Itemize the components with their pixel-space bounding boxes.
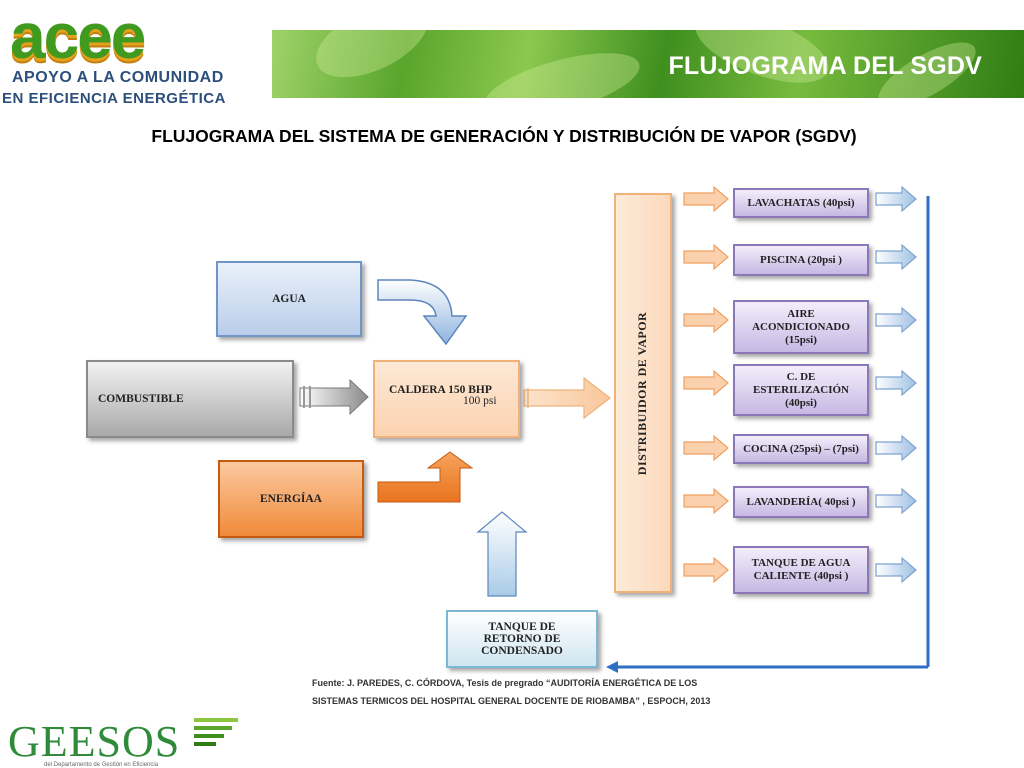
energy-arrow	[377, 451, 474, 503]
source-citation: Fuente: J. PAREDES, C. CÓRDOVA, Tesis de…	[312, 674, 732, 710]
logo-tagline-2: EN EFICIENCIA ENERGÉTICA	[2, 90, 226, 107]
geesos-logo: GEESOS	[8, 716, 239, 766]
slide-title: FLUJOGRAMA DEL SGDV	[668, 52, 982, 80]
service-box: LAVACHATAS (40psi)	[733, 188, 869, 218]
service-label: AIRE ACONDICIONADO (15psi)	[752, 307, 850, 346]
boiler-label: CALDERA 150 BHP	[389, 384, 492, 396]
service-label: LAVANDERÍA( 40psi )	[746, 495, 856, 508]
water-box: AGUA	[216, 261, 362, 337]
geesos-subtitle: del Departamento de Gestión en Eficienci…	[44, 762, 159, 768]
service-output-arrow	[875, 185, 917, 213]
service-input-arrow	[683, 434, 729, 462]
service-output-arrow	[875, 556, 917, 584]
water-label: AGUA	[272, 293, 306, 305]
steam-distributor-label: DISTRIBUIDOR DE VAPOR	[635, 311, 650, 475]
service-box: TANQUE DE AGUA CALIENTE (40psi )	[733, 546, 869, 594]
service-input-arrow	[683, 369, 729, 397]
service-box: LAVANDERÍA( 40psi )	[733, 486, 869, 518]
boiler-pressure: 100 psi	[463, 395, 497, 407]
service-input-arrow	[683, 185, 729, 213]
service-label: COCINA (25psi) – (7psi)	[743, 442, 859, 455]
source-line-2: SISTEMAS TERMICOS DEL HOSPITAL GENERAL D…	[312, 696, 711, 706]
service-input-arrow	[683, 556, 729, 584]
condensate-arrow	[476, 511, 528, 597]
service-box: PISCINA (20psi )	[733, 244, 869, 276]
service-input-arrow	[683, 487, 729, 515]
energy-box: ENERGÍAA	[218, 460, 364, 538]
acee-logo: acee	[10, 0, 146, 72]
service-box: COCINA (25psi) – (7psi)	[733, 434, 869, 464]
fuel-arrow	[299, 378, 369, 416]
service-label: PISCINA (20psi )	[760, 253, 842, 266]
service-output-arrow	[875, 369, 917, 397]
service-output-arrow	[875, 243, 917, 271]
fuel-label: COMBUSTIBLE	[98, 393, 184, 405]
condensate-tank-label: TANQUE DE RETORNO DE CONDENSADO	[481, 621, 563, 657]
service-output-arrow	[875, 487, 917, 515]
service-output-arrow	[875, 434, 917, 462]
caldera-to-distributor-arrow	[523, 376, 611, 420]
geesos-logo-text: GEESOS	[8, 717, 181, 766]
condensate-tank-box: TANQUE DE RETORNO DE CONDENSADO	[446, 610, 598, 668]
service-label: LAVACHATAS (40psi)	[747, 196, 855, 209]
energy-label: ENERGÍAA	[260, 493, 322, 505]
boiler-box: CALDERA 150 BHP 100 psi	[373, 360, 520, 438]
fuel-box: COMBUSTIBLE	[86, 360, 294, 438]
geesos-lines-icon	[194, 718, 239, 746]
service-label: TANQUE DE AGUA CALIENTE (40psi )	[751, 557, 851, 582]
service-input-arrow	[683, 306, 729, 334]
service-box: C. DE ESTERILIZACIÓN (40psi)	[733, 364, 869, 416]
service-output-arrow	[875, 306, 917, 334]
logo-tagline-1: APOYO A LA COMUNIDAD	[12, 69, 224, 86]
diagram-title: FLUJOGRAMA DEL SISTEMA DE GENERACIÓN Y D…	[151, 126, 857, 146]
steam-distributor-box: DISTRIBUIDOR DE VAPOR	[614, 193, 672, 593]
header-banner	[272, 30, 1024, 98]
service-label: C. DE ESTERILIZACIÓN (40psi)	[753, 370, 849, 409]
service-input-arrow	[683, 243, 729, 271]
water-arrow	[377, 279, 468, 346]
service-box: AIRE ACONDICIONADO (15psi)	[733, 300, 869, 354]
source-line-1: Fuente: J. PAREDES, C. CÓRDOVA, Tesis de…	[312, 678, 698, 688]
